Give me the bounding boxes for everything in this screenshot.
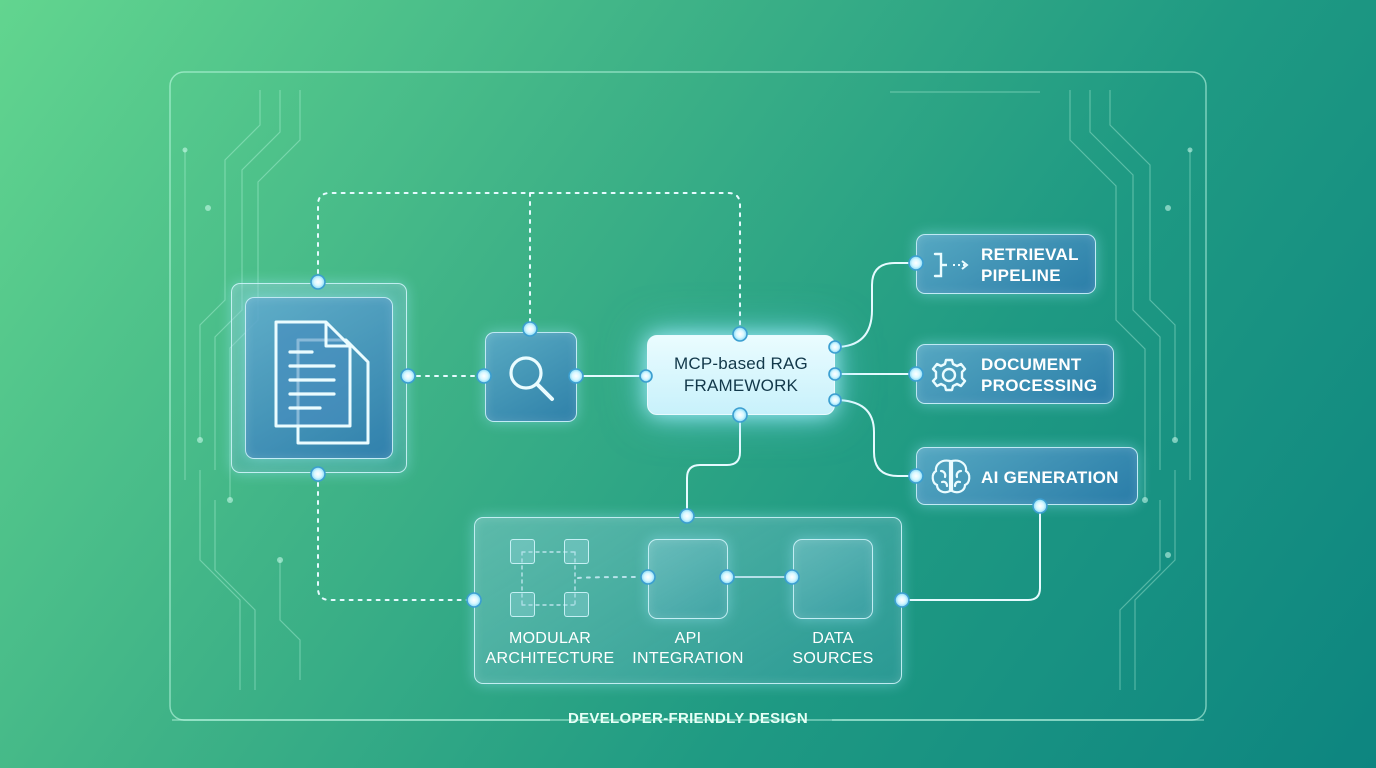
module-square-tl xyxy=(510,539,535,564)
circuit-decoration-right xyxy=(890,90,1191,690)
module-caption-architecture: MODULAR ARCHITECTURE xyxy=(460,629,640,669)
framework-title-line2: FRAMEWORK xyxy=(683,376,799,395)
feature-document-processing[interactable]: DOCUMENT PROCESSING xyxy=(916,344,1114,404)
outer-frame xyxy=(169,71,1207,721)
module-api-line1: API xyxy=(674,630,702,647)
module-caption-data: DATA SOURCES xyxy=(743,629,923,669)
search-node[interactable] xyxy=(485,332,577,422)
feature-retrieval-line1: RETRIEVAL xyxy=(981,245,1079,264)
framework-title-line1: MCP-based RAG xyxy=(674,354,808,373)
data-sources-box[interactable] xyxy=(793,539,873,619)
framework-node[interactable]: MCP-based RAG FRAMEWORK xyxy=(647,335,835,415)
module-api-line2: INTEGRATION xyxy=(632,650,744,667)
dotted-links xyxy=(317,192,741,601)
module-square-br xyxy=(564,592,589,617)
api-integration-box[interactable] xyxy=(648,539,728,619)
footer-label: DEVELOPER-FRIENDLY DESIGN xyxy=(567,710,809,727)
feature-ai-line1: AI GENERATION xyxy=(981,468,1119,487)
module-architecture-line1: MODULAR xyxy=(508,630,592,647)
circuit-decoration-left xyxy=(184,90,301,690)
search-icon xyxy=(509,356,554,401)
circuit-dots-right xyxy=(1142,147,1193,558)
circuit-dots-left xyxy=(182,147,283,563)
module-caption-api: API INTEGRATION xyxy=(598,629,778,669)
module-architecture-line2: ARCHITECTURE xyxy=(485,650,615,667)
feature-retrieval-pipeline[interactable]: RETRIEVAL PIPELINE xyxy=(916,234,1096,294)
module-data-line2: SOURCES xyxy=(792,650,874,667)
module-square-bl xyxy=(510,592,535,617)
document-stack-icon xyxy=(274,320,370,445)
feature-retrieval-line2: PIPELINE xyxy=(981,266,1061,285)
modules-panel xyxy=(474,517,902,684)
pipeline-arrow-icon xyxy=(933,252,969,278)
module-square-tr xyxy=(564,539,589,564)
gear-icon xyxy=(931,358,967,392)
solid-links xyxy=(521,262,1041,606)
module-data-line1: DATA xyxy=(812,630,854,647)
brain-icon xyxy=(931,459,971,494)
document-node[interactable] xyxy=(245,297,393,459)
feature-document-line2: PROCESSING xyxy=(981,376,1098,395)
feature-ai-generation[interactable]: AI GENERATION xyxy=(916,447,1138,505)
feature-document-line1: DOCUMENT xyxy=(981,355,1082,374)
